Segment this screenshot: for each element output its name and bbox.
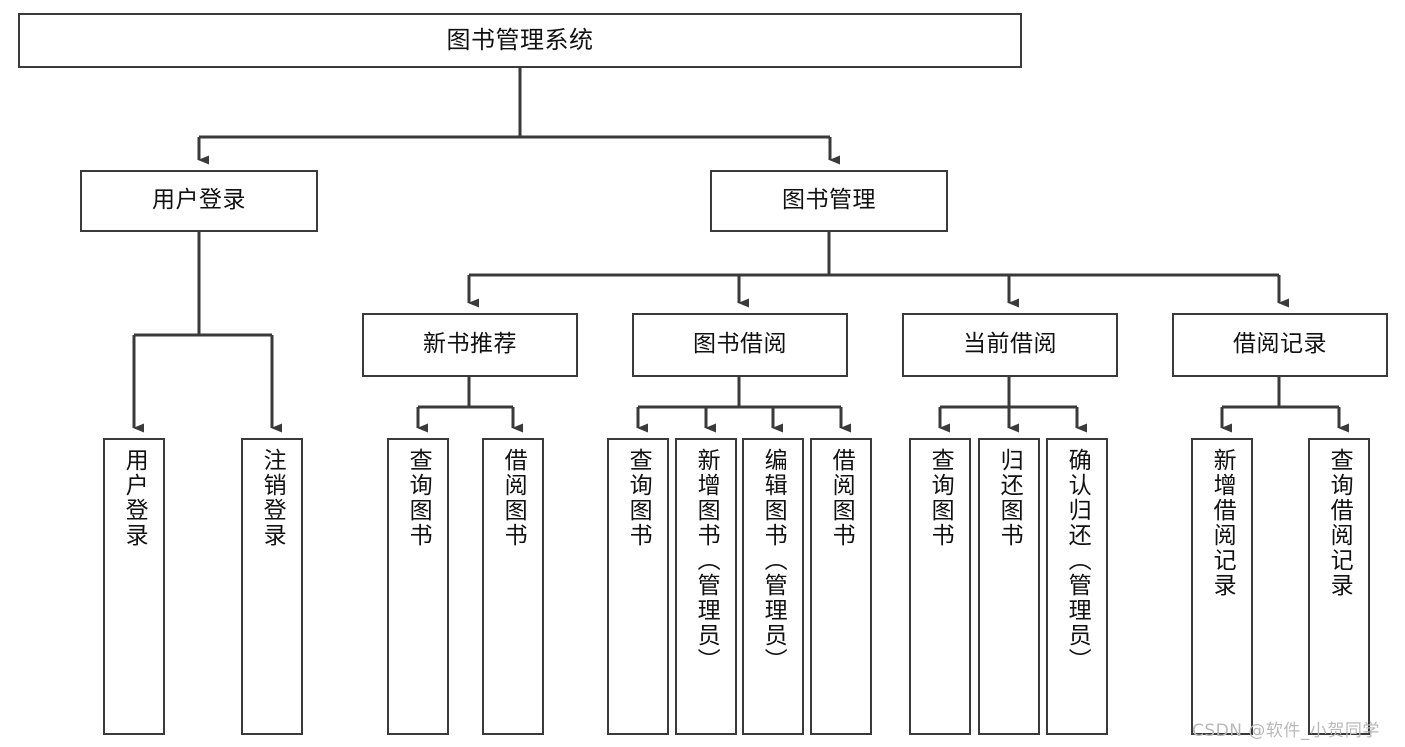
node-label: 新增图书（管理员） [693, 448, 720, 673]
node-label: 借阅图书 [828, 448, 855, 548]
node-borrow-record[interactable]: 借阅记录 [1172, 313, 1388, 377]
node-new-book-recommend[interactable]: 新书推荐 [362, 313, 578, 377]
node-user-login[interactable]: 用户登录 [80, 170, 318, 232]
node-label: 注销登录 [259, 448, 286, 548]
node-label: 新增借阅记录 [1209, 448, 1236, 598]
node-label: 新书推荐 [423, 331, 517, 358]
node-book-management[interactable]: 图书管理 [710, 170, 948, 232]
leaf-add-book-admin[interactable]: 新增图书（管理员） [675, 438, 737, 735]
node-label: 查询图书 [405, 448, 432, 548]
leaf-query-book-recommend[interactable]: 查询图书 [387, 438, 449, 735]
node-label: 借阅记录 [1233, 331, 1327, 358]
leaf-query-borrow-record[interactable]: 查询借阅记录 [1308, 438, 1370, 735]
node-label: 图书管理 [782, 187, 876, 214]
node-label: 编辑图书（管理员） [760, 448, 787, 673]
node-root-book-management-system[interactable]: 图书管理系统 [18, 13, 1022, 68]
node-label: 查询图书 [625, 448, 652, 548]
leaf-borrow-book[interactable]: 借阅图书 [810, 438, 872, 735]
node-current-borrow[interactable]: 当前借阅 [902, 313, 1118, 377]
node-label: 图书借阅 [693, 331, 787, 358]
leaf-user-logout[interactable]: 注销登录 [241, 438, 303, 735]
leaf-query-book-current[interactable]: 查询图书 [909, 438, 971, 735]
node-label: 图书管理系统 [446, 26, 594, 55]
node-label: 确认归还（管理员） [1064, 448, 1091, 673]
leaf-user-login[interactable]: 用户登录 [103, 438, 165, 735]
node-label: 查询借阅记录 [1326, 448, 1353, 598]
leaf-borrow-book-recommend[interactable]: 借阅图书 [482, 438, 544, 735]
node-label: 查询图书 [927, 448, 954, 548]
node-label: 用户登录 [121, 448, 148, 548]
leaf-confirm-return-admin[interactable]: 确认归还（管理员） [1046, 438, 1108, 735]
leaf-return-book[interactable]: 归还图书 [978, 438, 1040, 735]
node-label: 用户登录 [152, 187, 246, 214]
csdn-watermark: CSDN @软件_小贺同学 [1192, 721, 1380, 741]
leaf-add-borrow-record[interactable]: 新增借阅记录 [1191, 438, 1253, 735]
leaf-edit-book-admin[interactable]: 编辑图书（管理员） [742, 438, 804, 735]
leaf-query-book-borrow[interactable]: 查询图书 [607, 438, 669, 735]
node-book-borrow[interactable]: 图书借阅 [632, 313, 848, 377]
node-label: 借阅图书 [500, 448, 527, 548]
node-label: 归还图书 [996, 448, 1023, 548]
node-label: 当前借阅 [963, 331, 1057, 358]
